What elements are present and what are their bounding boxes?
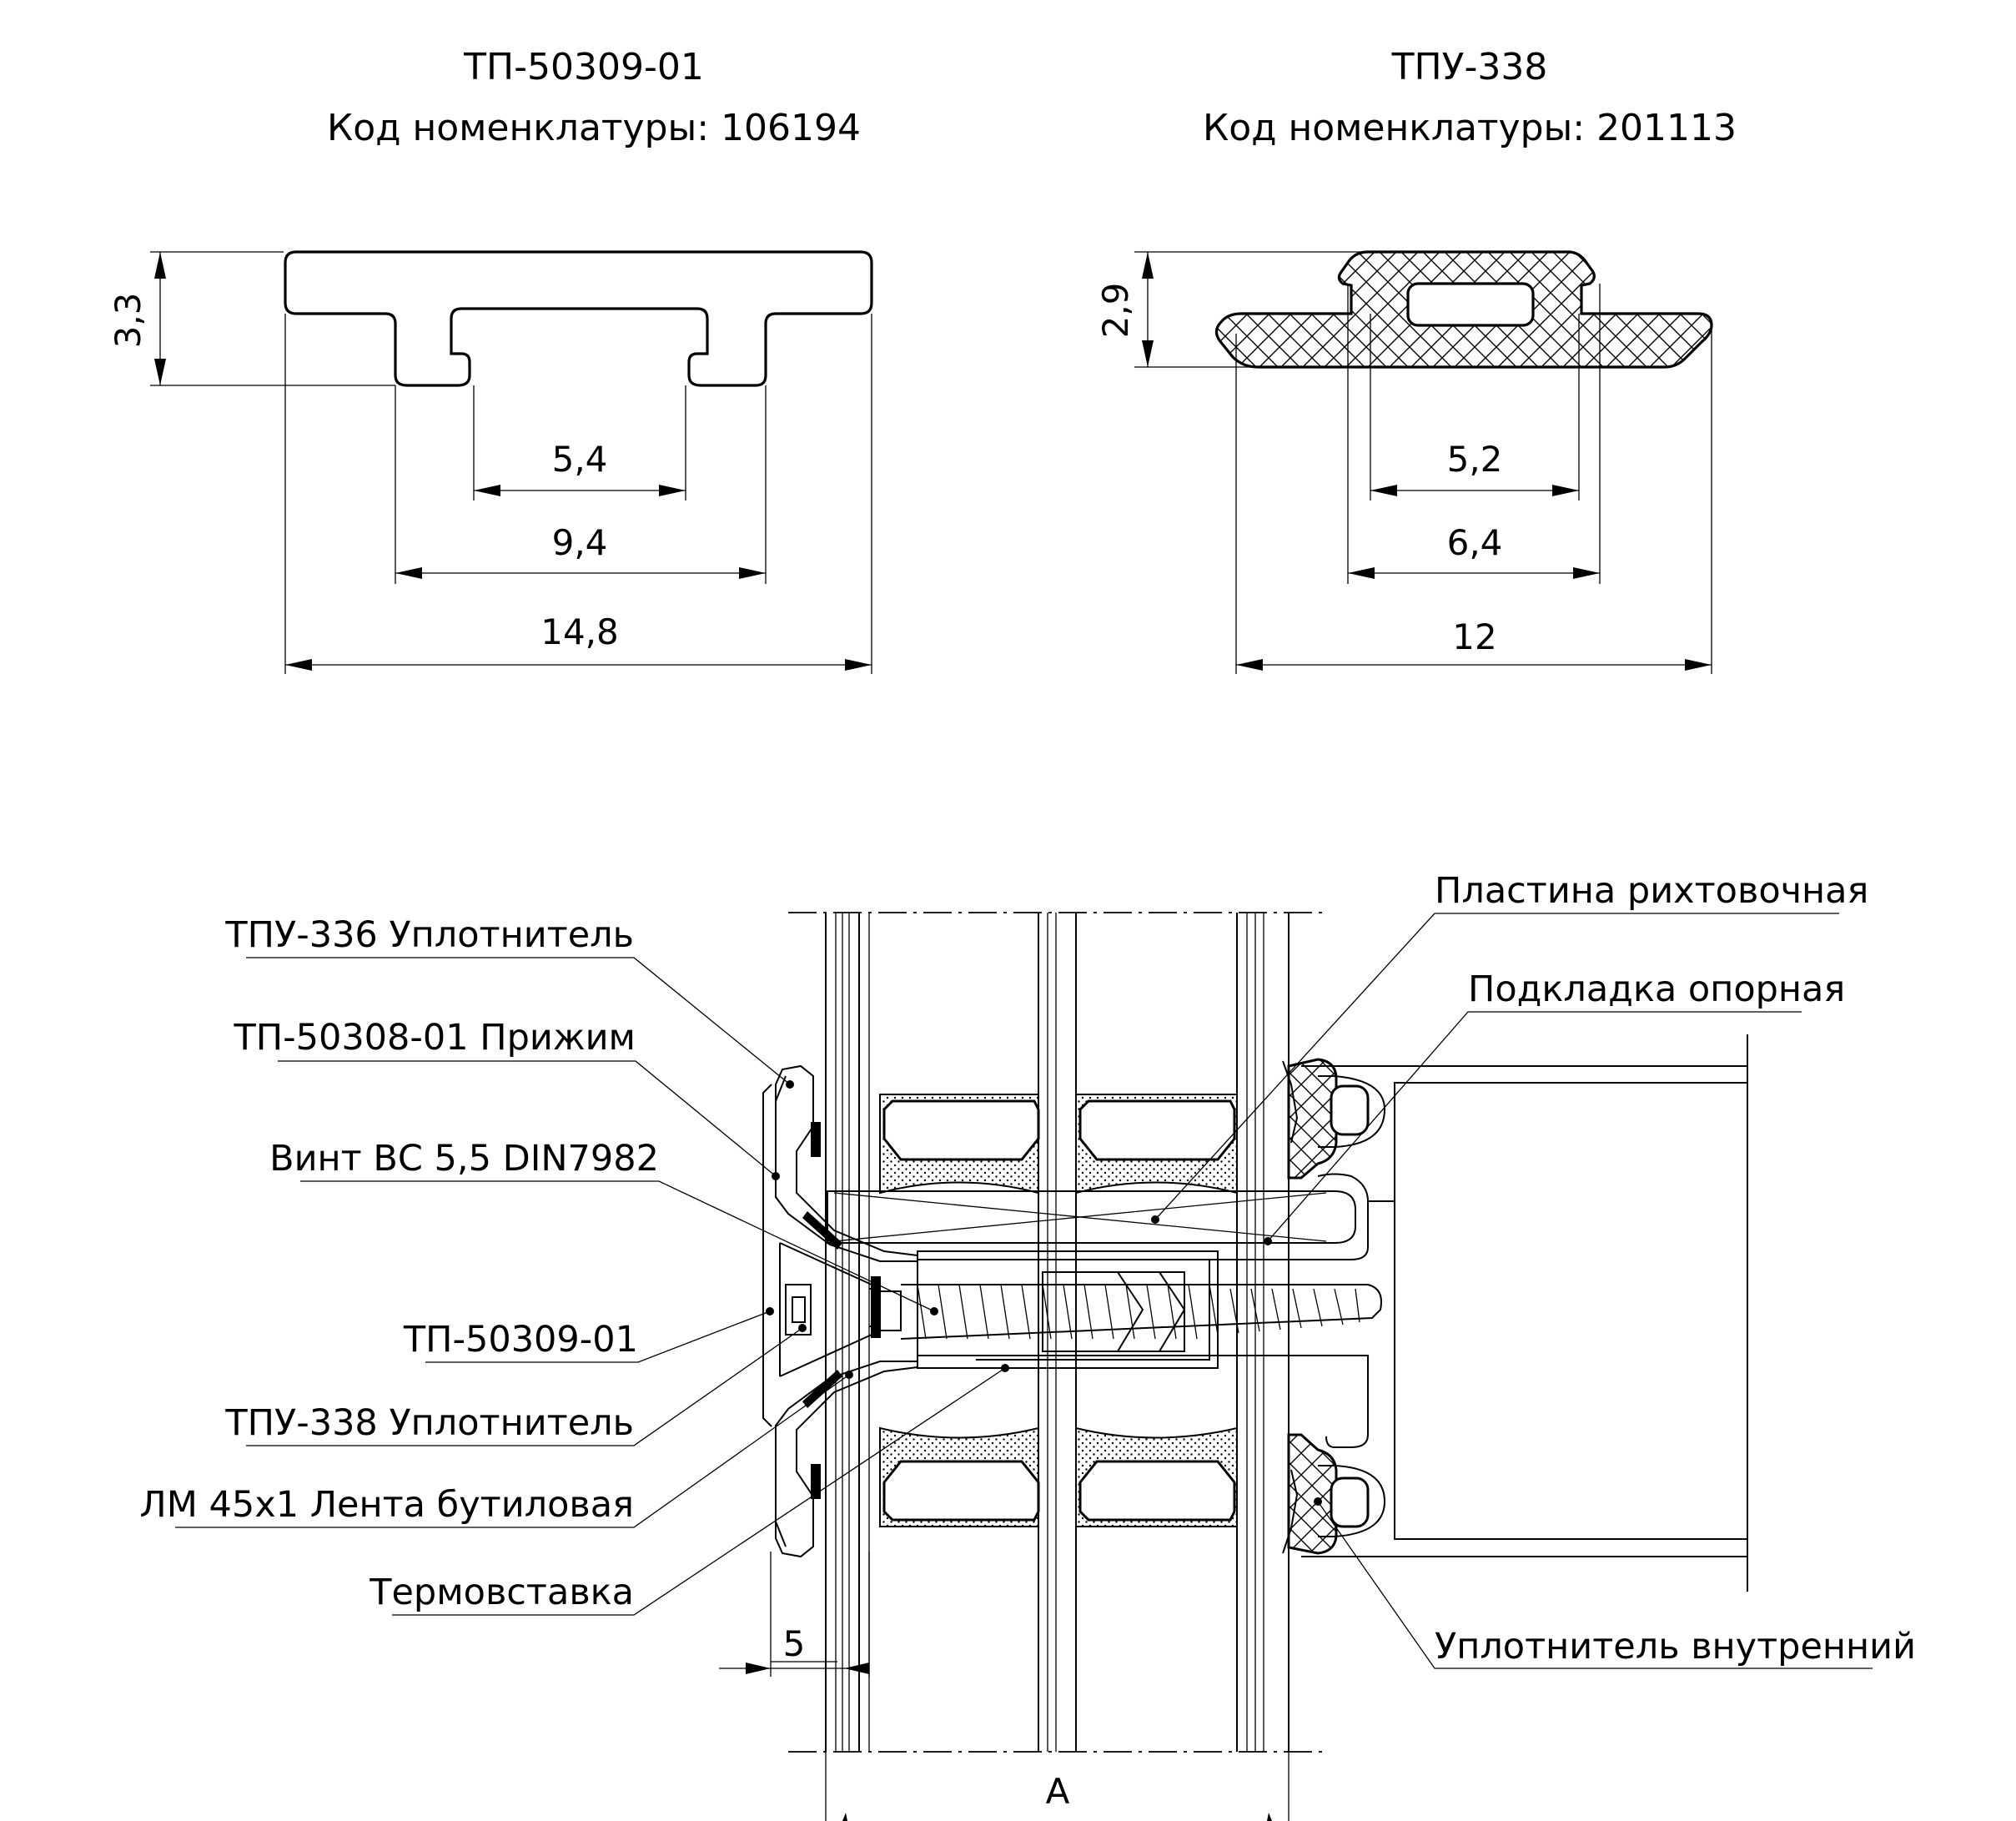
part1-height-arrows — [154, 252, 166, 385]
label-tp50309: ТП-50309-01 — [403, 1307, 774, 1363]
inner-seal-bottom — [1282, 1433, 1386, 1555]
label-tpu336-text: ТПУ-336 Уплотнитель — [224, 914, 634, 956]
part1-height-label: 3,3 — [108, 293, 148, 349]
mullion-body — [1368, 1068, 1748, 1202]
part2-title: ТПУ-338 — [1391, 46, 1548, 88]
screw — [869, 1271, 1382, 1352]
part1-title: ТП-50309-01 — [463, 46, 704, 88]
dim5-label: 5 — [783, 1623, 806, 1664]
label-tpu338-text: ТПУ-338 Уплотнитель — [224, 1402, 634, 1444]
part2-code: Код номенклатуры: 201113 — [1203, 107, 1737, 149]
dimA-label: А — [1046, 1771, 1070, 1812]
part2-middle-label: 6,4 — [1447, 522, 1503, 563]
part1-inner-label: 5,4 — [552, 439, 608, 480]
label-butyl-tape: ЛМ 45х1 Лента бутиловая — [139, 1371, 853, 1528]
part1-code: Код номенклатуры: 106194 — [327, 107, 861, 149]
part2-height-arrows — [1142, 252, 1154, 367]
label-thermal-insert-text: Термовставка — [369, 1572, 634, 1613]
label-butyl-tape-text: ЛМ 45х1 Лента бутиловая — [139, 1484, 634, 1526]
label-screw: Винт ВС 5,5 DIN7982 — [269, 1138, 938, 1315]
part1-middle-label: 9,4 — [552, 522, 608, 563]
label-screw-text: Винт ВС 5,5 DIN7982 — [269, 1138, 659, 1180]
glass-pane-inner — [1236, 913, 1290, 1752]
label-tp50308: ТП-50308-01 Прижим — [233, 1017, 780, 1180]
part-tp-50309-01: ТП-50309-01 Код номенклатуры: 106194 3,3… — [108, 46, 873, 674]
plate-cross-2 — [833, 1192, 1327, 1242]
spacer-bottom-right — [1075, 1426, 1238, 1527]
part2-height-label: 2,9 — [1095, 283, 1136, 339]
mullion-inner — [1394, 1083, 1747, 1540]
label-inner-seal: Уплотнитель внутренний — [1314, 1497, 1916, 1669]
part-tpu-338: ТПУ-338 Код номенклатуры: 201113 2,9 5,2… — [1095, 46, 1737, 674]
leaders-left: ТПУ-336 Уплотнитель ТП-50308-01 Прижим В… — [139, 914, 1009, 1616]
inner-seal-top — [1282, 1058, 1386, 1180]
part2-overall-label: 12 — [1452, 616, 1496, 657]
label-tp50308-text: ТП-50308-01 Прижим — [233, 1017, 636, 1059]
assembly-section: 5 А — [719, 912, 1748, 1821]
label-inner-seal-text: Уплотнитель внутренний — [1435, 1626, 1916, 1668]
leveling-plate — [827, 1190, 1356, 1244]
thermal-insert-inner — [976, 1259, 1210, 1361]
mullion-profile — [917, 1173, 1369, 1448]
dimA-arrows — [842, 1813, 1272, 1821]
spacer-bottom-left — [879, 1426, 1040, 1527]
label-tpu336: ТПУ-336 Уплотнитель — [224, 914, 794, 1089]
label-support-pad-text: Подкладка опорная — [1468, 968, 1845, 1010]
part2-inner-label: 5,2 — [1447, 439, 1503, 480]
part1-profile — [284, 250, 873, 387]
label-thermal-insert: Термовставка — [369, 1364, 1009, 1616]
label-tp50309-text: ТП-50309-01 — [403, 1319, 638, 1361]
part2-cavity — [1406, 282, 1535, 327]
thermal-insert — [917, 1250, 1219, 1369]
label-leveling-plate-text: Пластина рихтовочная — [1435, 870, 1868, 912]
label-tpu338: ТПУ-338 Уплотнитель — [224, 1324, 807, 1446]
glass-pane-outer — [825, 913, 870, 1752]
part1-overall-label: 14,8 — [540, 611, 619, 652]
label-leveling-plate: Пластина рихтовочная — [1151, 870, 1868, 1224]
dim5-arrows — [746, 1663, 869, 1674]
spacer-top-right — [1075, 1094, 1238, 1195]
part2-middle-arrows — [1348, 567, 1600, 579]
label-support-pad: Подкладка опорная — [1264, 968, 1845, 1245]
spacer-top-left — [879, 1094, 1040, 1195]
leaders-right: Пластина рихтовочная Подкладка опорная У… — [1151, 870, 1916, 1669]
